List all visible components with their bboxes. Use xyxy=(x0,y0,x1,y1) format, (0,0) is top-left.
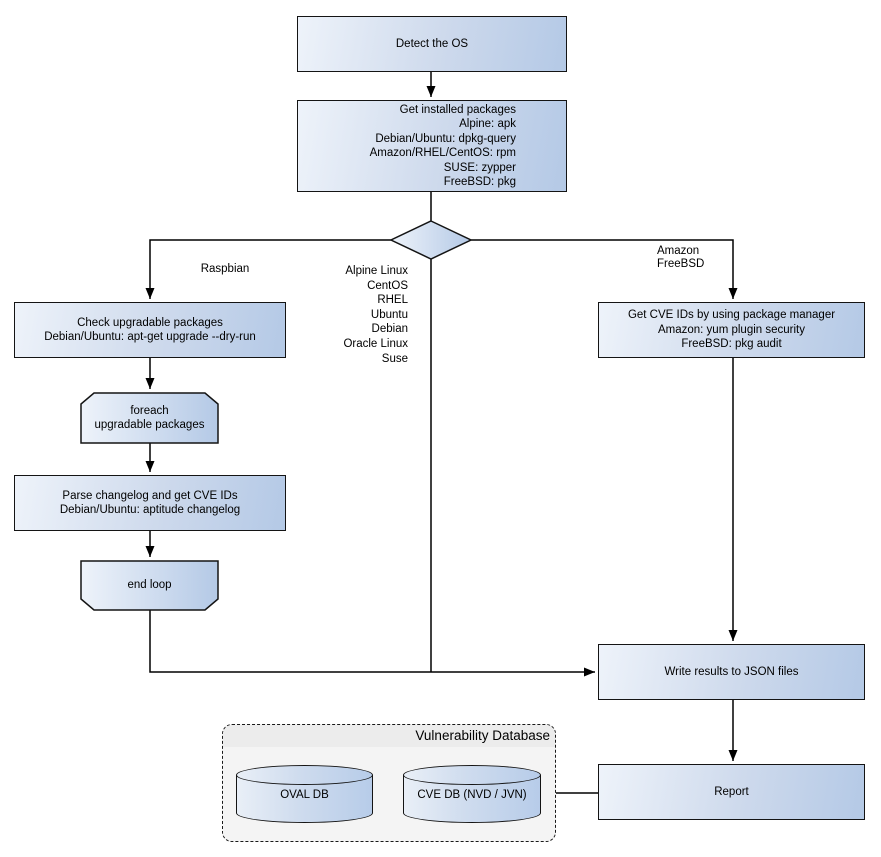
edge-decision-to-check-upgradable xyxy=(145,239,391,299)
vulnerability-database-group: Vulnerability Database xyxy=(222,724,556,842)
node-end-loop: end loop xyxy=(80,560,219,611)
node-get-installed-packages: Get installed packages Alpine: apk Debia… xyxy=(297,100,567,192)
loop-end-shape-icon xyxy=(80,560,219,611)
loop-start-shape-icon xyxy=(80,392,219,444)
edge-label-amazon-freebsd: Amazon FreeBSD xyxy=(657,245,705,270)
node-write-results: Write results to JSON files xyxy=(598,644,865,700)
oval-db-label: OVAL DB xyxy=(280,789,329,801)
cve-db-label: CVE DB (NVD / JVN) xyxy=(417,789,527,801)
node-report-label: Report xyxy=(714,785,749,798)
node-end-loop-label: end loop xyxy=(127,579,172,592)
node-parse-changelog: Parse changelog and get CVE IDs Debian/U… xyxy=(14,475,286,531)
node-detect-os-label: Detect the OS xyxy=(395,37,469,50)
cve-db-cylinder: CVE DB (NVD / JVN) xyxy=(403,765,541,823)
node-check-upgradable: Check upgradable packages Debian/Ubuntu:… xyxy=(14,302,286,358)
node-get-installed-packages-label: Get installed packages Alpine: apk Debia… xyxy=(369,103,516,189)
node-check-upgradable-label: Check upgradable packages Debian/Ubuntu:… xyxy=(44,316,256,344)
node-detect-os: Detect the OS xyxy=(297,16,567,72)
node-write-results-label: Write results to JSON files xyxy=(664,665,799,678)
node-foreach-loop-start: foreach upgradable packages xyxy=(80,392,219,444)
node-get-cve-ids-label: Get CVE IDs by using package manager Ama… xyxy=(627,309,836,351)
node-get-cve-ids: Get CVE IDs by using package manager Ama… xyxy=(598,302,865,358)
edge-endloop-to-write-results xyxy=(149,610,595,677)
edge-decision-to-get-cve xyxy=(471,239,738,299)
diamond-shape-icon xyxy=(390,220,472,260)
edge-label-raspbian: Raspbian xyxy=(200,263,250,275)
cylinder-top-icon xyxy=(403,765,541,785)
oval-db-cylinder: OVAL DB xyxy=(236,765,373,823)
node-report: Report xyxy=(598,764,865,820)
edge-label-os-list: Alpine Linux CentOS RHEL Ubuntu Debian O… xyxy=(343,265,408,365)
cylinder-top-icon xyxy=(236,765,373,785)
node-foreach-label: foreach upgradable packages xyxy=(94,404,205,432)
node-os-decision xyxy=(390,220,472,260)
vulnerability-database-title: Vulnerability Database xyxy=(223,725,555,747)
node-parse-changelog-label: Parse changelog and get CVE IDs Debian/U… xyxy=(59,489,241,517)
